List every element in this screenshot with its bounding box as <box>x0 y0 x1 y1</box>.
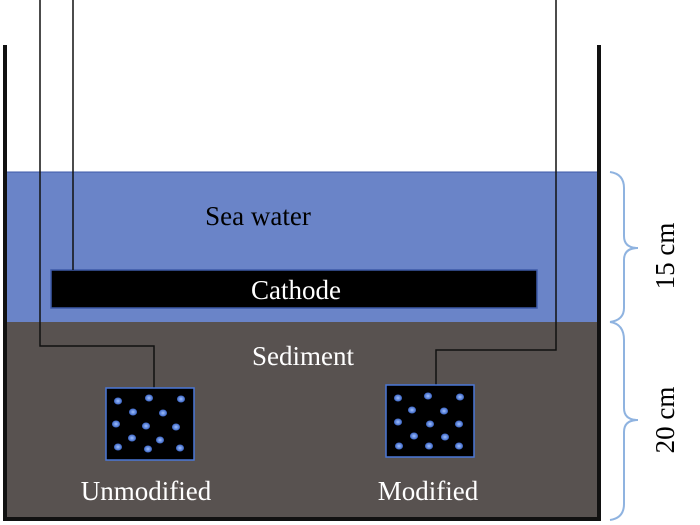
water-depth-brace <box>609 171 639 323</box>
cathode-electrode <box>50 269 538 309</box>
sea-water-label: Sea water <box>205 201 311 231</box>
sediment-depth-brace <box>609 321 639 521</box>
cathode-label: Cathode <box>251 275 341 305</box>
sediment-label: Sediment <box>252 341 354 371</box>
unmodified-anode-wire <box>39 0 155 388</box>
unmodified-anode <box>105 387 195 461</box>
modified-label: Modified <box>378 476 479 506</box>
modified-anode <box>385 384 475 458</box>
sediment-layer <box>6 322 598 518</box>
water-depth-label: 15 cm <box>650 223 680 290</box>
modified-anode-wire <box>435 0 557 385</box>
sediment-depth-label: 20 cm <box>650 387 680 454</box>
unmodified-label: Unmodified <box>81 476 212 506</box>
